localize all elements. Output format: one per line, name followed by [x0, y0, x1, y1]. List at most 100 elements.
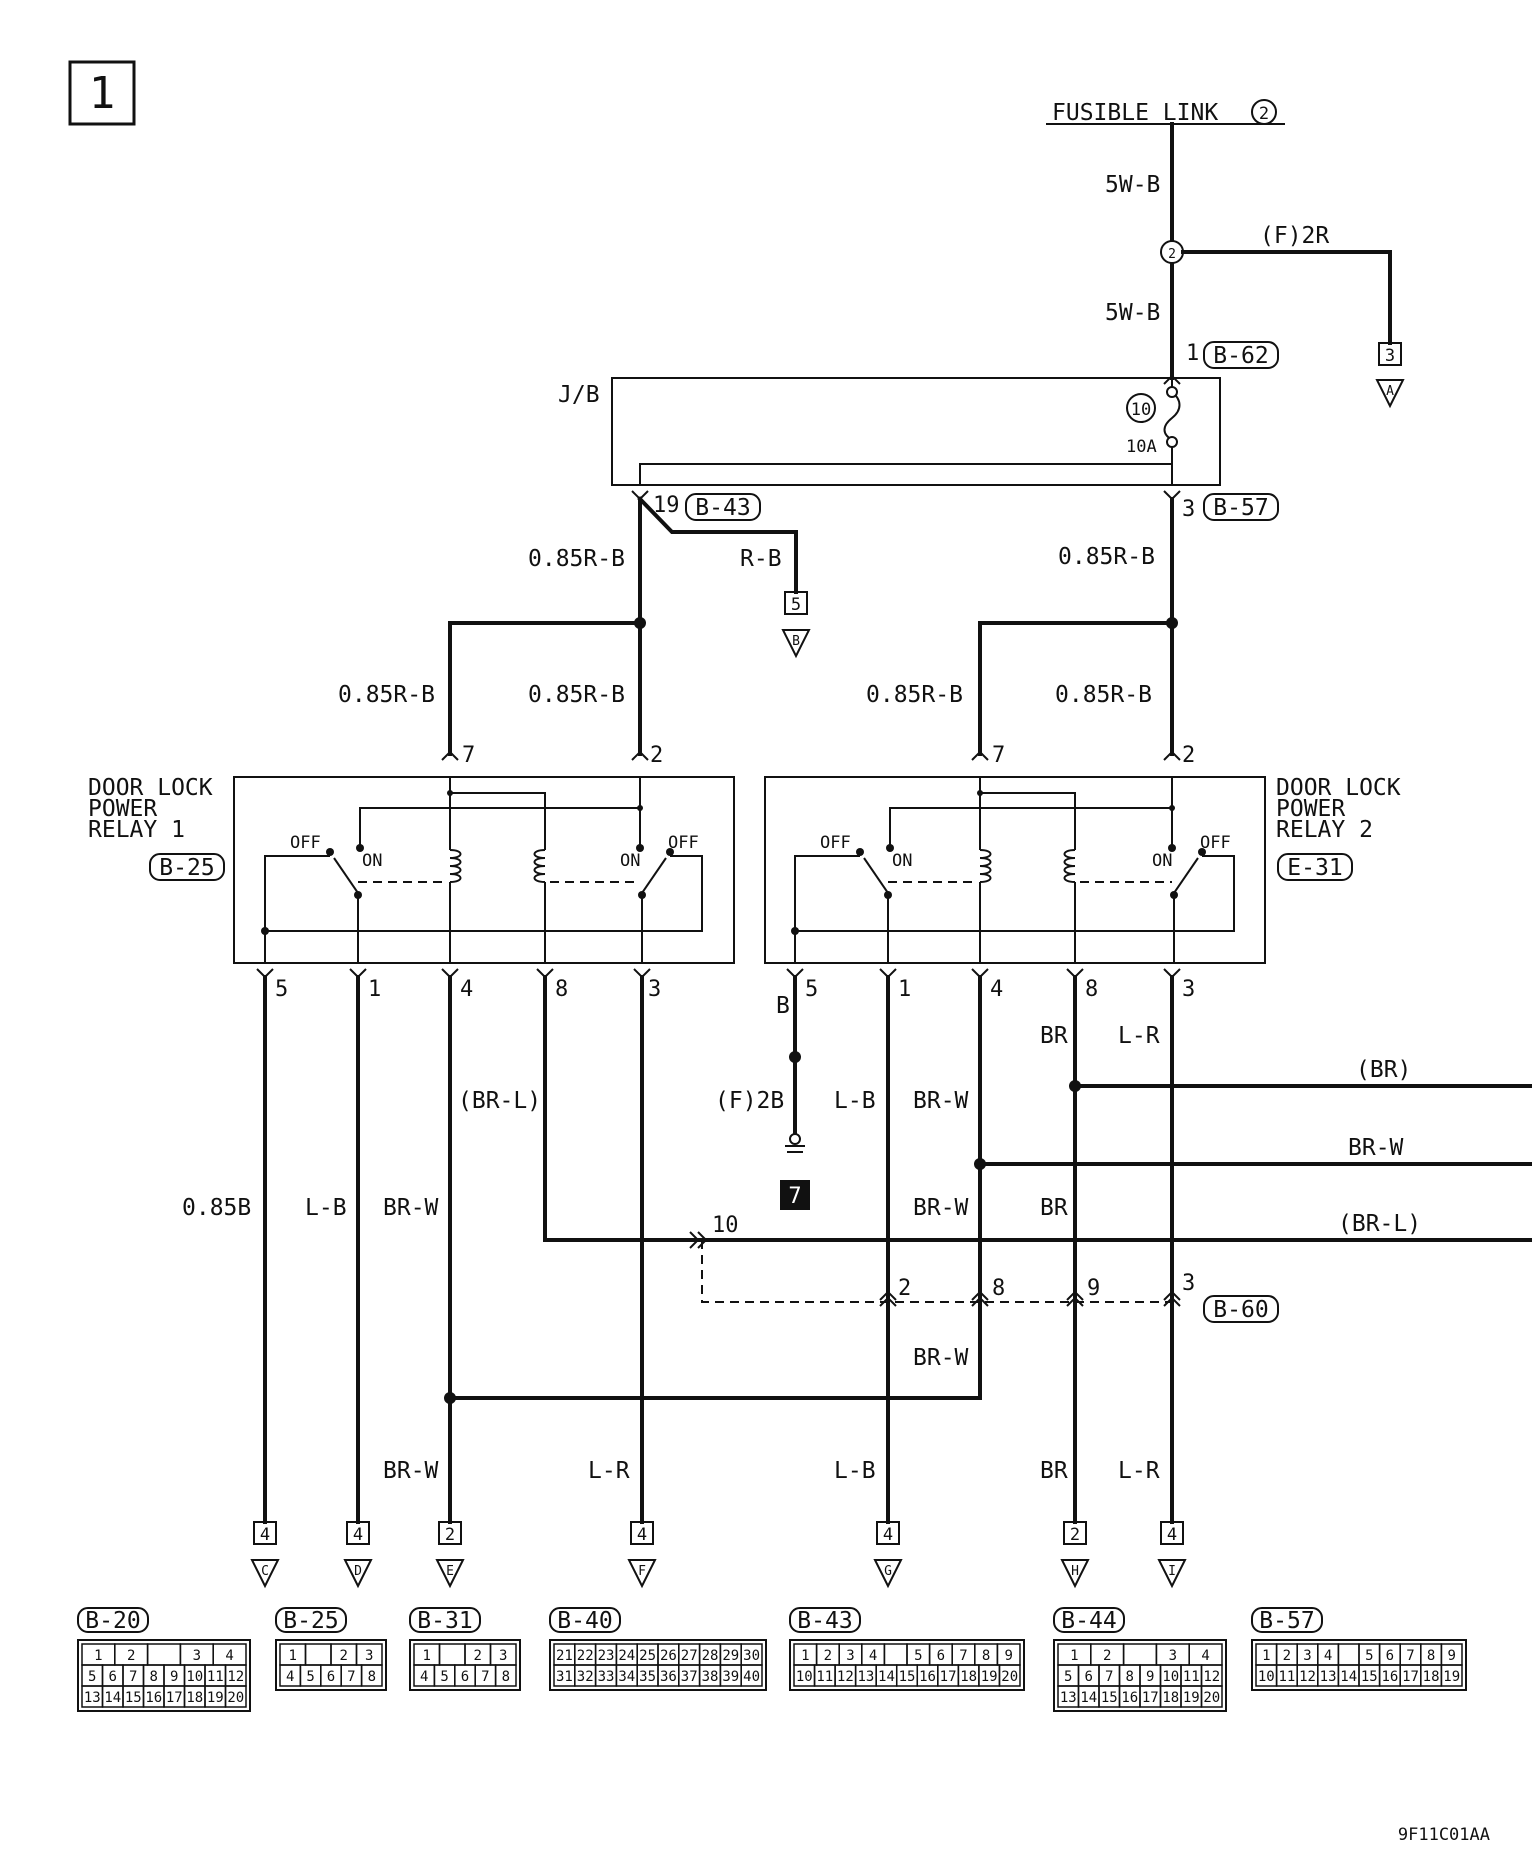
connector-cavity-number: 3 — [365, 1648, 373, 1664]
wire-label-r1-pin7: 0.85R-B — [338, 682, 435, 708]
relay-1: DOOR LOCK POWER RELAY 1 B-25 7 2 OFF ON … — [88, 743, 735, 1002]
b43-callout-box — [685, 493, 761, 521]
relay-1-connector-box — [149, 853, 225, 881]
connector-cavity-number: 2 — [127, 1648, 135, 1664]
connector-cavity-number: 39 — [722, 1669, 739, 1685]
relay-2-pin-1: 1 — [898, 977, 911, 1002]
page-number-box — [68, 60, 136, 126]
dest-page-box — [630, 1521, 654, 1545]
connector-cavity-number: 18 — [1162, 1690, 1179, 1706]
wire-f-2r — [1181, 250, 1392, 345]
relay-2-connector: E-31 — [1287, 855, 1342, 881]
relay-2-left-common — [889, 807, 1172, 848]
relay-1-name-line-1: DOOR LOCK — [88, 775, 213, 801]
connector-cavity-number: 7 — [129, 1669, 137, 1685]
connector-cavity-number: 1 — [423, 1648, 431, 1664]
relay-1-on-contact-right — [636, 844, 644, 852]
dest-triangle — [873, 1559, 903, 1589]
dest-a-letter: A — [1386, 384, 1394, 399]
dest-page: 4 — [637, 1525, 647, 1545]
connector-cavity-number: 9 — [1146, 1669, 1154, 1685]
connector-cavity-number: 19 — [207, 1690, 224, 1706]
connector-cavity-number: 5 — [1064, 1669, 1072, 1685]
relay-1-pin5-lead — [264, 855, 330, 963]
wire-label-r1-pin1: L-B — [305, 1195, 347, 1221]
connector-cavity-number: 38 — [702, 1669, 719, 1685]
connector-cavity-number: 13 — [84, 1690, 101, 1706]
connector-face-label: B-25 — [283, 1608, 338, 1634]
connector-cavity-number: 7 — [347, 1669, 355, 1685]
relay-1-chevron-pin2 — [631, 750, 649, 761]
relay-2-chevron-pin2 — [1163, 750, 1181, 761]
connector-cavity-number: 11 — [1278, 1669, 1295, 1685]
b62-callout-box — [1203, 341, 1279, 369]
fuse-number: 10 — [1131, 400, 1151, 420]
connector-cavity-number: 8 — [982, 1648, 990, 1664]
b60-chevron-pin3 — [1163, 1296, 1181, 1307]
b60-chevron-pin9-b — [1066, 1290, 1084, 1301]
connector-cavity-number: 9 — [170, 1669, 178, 1685]
connector-cavity-number: 13 — [1320, 1669, 1337, 1685]
connector-face-outline — [77, 1639, 251, 1712]
dest-page-box — [876, 1521, 900, 1545]
connector-cavity-number: 31 — [556, 1669, 573, 1685]
wire-label-bottom-lr-2: L-R — [1118, 1458, 1160, 1484]
dest-page: 4 — [1167, 1525, 1177, 1545]
connector-cavity — [494, 1664, 517, 1687]
wire-label-r2-pin3: L-R — [1118, 1023, 1160, 1049]
connector-cavity-number: 23 — [598, 1648, 615, 1664]
connector-face-label: B-20 — [85, 1608, 140, 1634]
connector-face-label-box — [549, 1607, 621, 1633]
connector-cavity-number: 19 — [981, 1669, 998, 1685]
connector-cavity-number: 5 — [440, 1669, 448, 1685]
connector-cavity-number: 2 — [474, 1648, 482, 1664]
wire-r1-pin7 — [448, 621, 642, 756]
ground-terminal — [789, 1133, 801, 1145]
relay-2-switch-arm-right — [1173, 857, 1199, 894]
b62-pin: 1 — [1186, 341, 1199, 366]
dest-a-page-box — [1378, 342, 1402, 366]
connector-face-outline — [275, 1639, 387, 1691]
b60-callout: B-60 — [1213, 1297, 1268, 1323]
dest-page: 4 — [883, 1525, 893, 1545]
connector-face-outline — [1251, 1639, 1467, 1691]
connector-cavity-number: 12 — [1203, 1669, 1220, 1685]
connector-cavity-number: 3 — [1303, 1648, 1311, 1664]
relay-2-off-label-right: OFF — [1200, 833, 1231, 853]
connector-cavity-number: 1 — [1262, 1648, 1270, 1664]
relay-1-chevron-pin7 — [441, 750, 459, 761]
dest-triangle — [1157, 1559, 1187, 1589]
connector-cavity-number: 15 — [1101, 1690, 1118, 1706]
wire-label-bottom-lr-1: L-R — [588, 1458, 630, 1484]
wire-label-r2-pin8-mid: BR — [1040, 1195, 1068, 1221]
dest-letter: D — [354, 1564, 362, 1579]
b57-pin: 3 — [1182, 497, 1195, 522]
connector-cavity-number: 2 — [1103, 1648, 1111, 1664]
connector-cavity-number: 17 — [940, 1669, 957, 1685]
connector-face-label: B-31 — [417, 1608, 472, 1634]
relay-2-pin-8: 8 — [1085, 977, 1098, 1002]
relay-1-connector: B-25 — [159, 855, 214, 881]
connector-cavity-number: 8 — [502, 1669, 510, 1685]
dest-b-page: 5 — [791, 595, 801, 615]
connector-cavity-number: 4 — [1324, 1648, 1332, 1664]
connector-face-label-box — [1053, 1607, 1125, 1633]
dest-a-triangle — [1375, 379, 1405, 409]
relay-2-on-contact-right — [1168, 844, 1176, 852]
wire-label-r2-pin4-lower: BR-W — [913, 1345, 969, 1371]
connector-cavity-number: 40 — [743, 1669, 760, 1685]
wire-label-r2-pin5: B — [776, 993, 790, 1019]
relay-1-on-contact-left — [356, 844, 364, 852]
relay-2-pin-3: 3 — [1182, 977, 1195, 1002]
relay-2-coil-b — [1063, 849, 1076, 883]
b60-chevron-pin8-b — [971, 1290, 989, 1301]
relay-1-switch-arm-right — [641, 857, 667, 894]
connector-face-label: B-40 — [557, 1608, 612, 1634]
relay-2-chevron-pin7 — [971, 750, 989, 761]
wire-label-r2-pin7: 0.85R-B — [866, 682, 963, 708]
relay-2-name-line-1: DOOR LOCK — [1276, 775, 1401, 801]
connector-cavity-number: 27 — [681, 1648, 698, 1664]
b60-chevron-pin10-a — [697, 1231, 708, 1249]
connector-cavity — [438, 1643, 466, 1666]
b60-pin-8: 8 — [992, 1276, 1005, 1301]
